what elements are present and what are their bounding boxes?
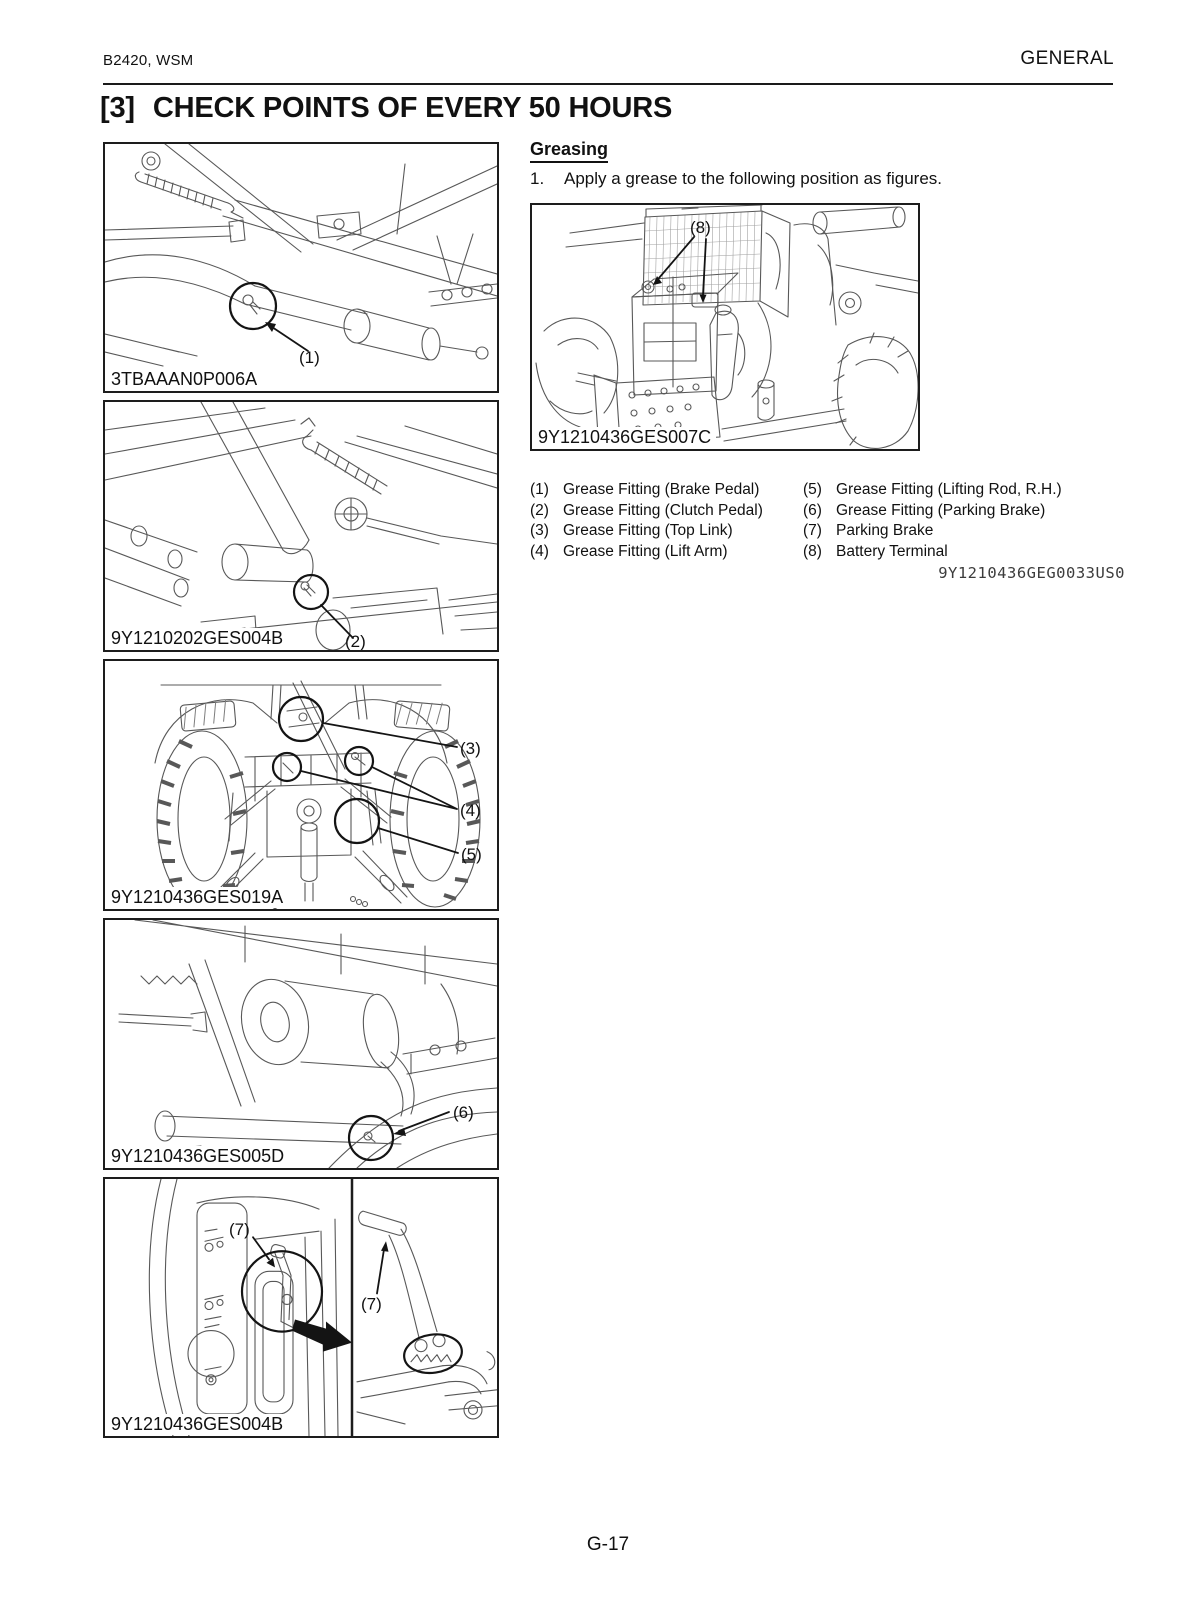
figure-caption: 9Y1210202GES004B xyxy=(108,628,289,649)
greasing-step: 1. Apply a grease to the following positi… xyxy=(530,169,1090,189)
callout-label-4: (4) xyxy=(460,801,481,820)
figure-grease-parking-brake: (6) 9Y1210436GES005D xyxy=(103,918,499,1170)
figure-grease-clutch-pedal: (2) 9Y1210202GES004B xyxy=(103,400,499,652)
legend-label: Grease Fitting (Top Link) xyxy=(563,522,733,539)
callout-circle-4a xyxy=(271,751,303,783)
greasing-heading: Greasing xyxy=(530,139,609,163)
callout-circle-7b xyxy=(403,1333,463,1375)
page-title: [3] CHECK POINTS OF EVERY 50 HOURS xyxy=(100,92,672,125)
legend-num: (4) xyxy=(530,542,549,560)
legend-label: Parking Brake xyxy=(836,522,934,539)
figure-parking-brake-lever: (7) (7) 9Y1210436GES004B xyxy=(103,1177,499,1438)
callout-label-7a: (7) xyxy=(229,1220,250,1239)
figure-caption: 9Y1210436GES019A xyxy=(108,887,289,908)
legend-label: Grease Fitting (Lift Arm) xyxy=(563,542,728,560)
callout-circle-3 xyxy=(277,695,325,743)
callout-label-7b: (7) xyxy=(361,1294,382,1313)
illustration-underside-brake-pedal: (1) xyxy=(105,144,497,367)
callout-label-2: (2) xyxy=(345,632,366,650)
illustration-underside-clutch-pedal: (2) xyxy=(105,402,497,650)
legend-num: (2) xyxy=(530,501,549,519)
callout-label-5: (5) xyxy=(461,845,482,864)
callout-legend: (1) Grease Fitting (Brake Pedal) (5) Greas… xyxy=(530,480,1126,562)
illustration-battery-radiator: (8) xyxy=(535,205,918,449)
callout-label-1: (1) xyxy=(299,348,320,367)
callout-circle-4b xyxy=(343,745,375,777)
figure-rear-three-point-hitch: (3) (4) (5) 9Y1210436GES019A xyxy=(103,659,499,911)
figure-caption: 3TBAAAN0P006A xyxy=(108,369,263,390)
callout-label-6: (6) xyxy=(453,1103,474,1122)
reference-code: 9Y1210436GEG0033US0 xyxy=(938,564,1125,582)
step-number: 1. xyxy=(530,169,545,188)
header-divider xyxy=(103,83,1113,85)
figure-grease-brake-pedal: (1) 3TBAAAN0P006A xyxy=(103,142,499,393)
legend-num: (7) xyxy=(803,522,822,539)
illustration-rear-view: (3) (4) (5) xyxy=(154,680,482,909)
callout-circle-1 xyxy=(228,281,278,331)
callout-circle-7a xyxy=(240,1250,324,1333)
illustration-parking-brake: (7) (7) xyxy=(148,1179,497,1436)
callout-circle-2 xyxy=(292,573,330,611)
figure-caption: 9Y1210436GES007C xyxy=(535,427,717,448)
legend-label: Grease Fitting (Parking Brake) xyxy=(836,501,1046,519)
legend-label: Grease Fitting (Lifting Rod, R.H.) xyxy=(836,481,1062,498)
legend-num: (6) xyxy=(803,501,822,519)
figure-battery-terminal: (8) 9Y1210436GES007C xyxy=(530,203,920,451)
figure-caption: 9Y1210436GES005D xyxy=(108,1146,290,1167)
callout-circle-6 xyxy=(347,1114,395,1162)
callout-circle-5 xyxy=(333,797,381,845)
header-section: GENERAL xyxy=(1020,48,1114,69)
header-model: B2420, WSM xyxy=(103,52,194,69)
legend-num: (1) xyxy=(530,481,549,498)
callout-label-3: (3) xyxy=(460,739,481,758)
section-number: [3] xyxy=(100,92,135,124)
legend-num: (5) xyxy=(803,481,822,498)
legend-num: (8) xyxy=(803,542,822,560)
section-title: CHECK POINTS OF EVERY 50 HOURS xyxy=(152,92,673,124)
legend-label: Battery Terminal xyxy=(836,542,948,560)
illustration-muffler-area: (6) xyxy=(118,920,497,1168)
step-text: Apply a grease to the following position… xyxy=(564,169,943,188)
legend-label: Grease Fitting (Brake Pedal) xyxy=(563,481,760,498)
legend-num: (3) xyxy=(530,522,549,539)
legend-label: Grease Fitting (Clutch Pedal) xyxy=(563,501,763,519)
callout-label-8: (8) xyxy=(690,218,711,237)
figure-caption: 9Y1210436GES004B xyxy=(108,1414,289,1435)
page-number: G-17 xyxy=(586,1534,630,1555)
